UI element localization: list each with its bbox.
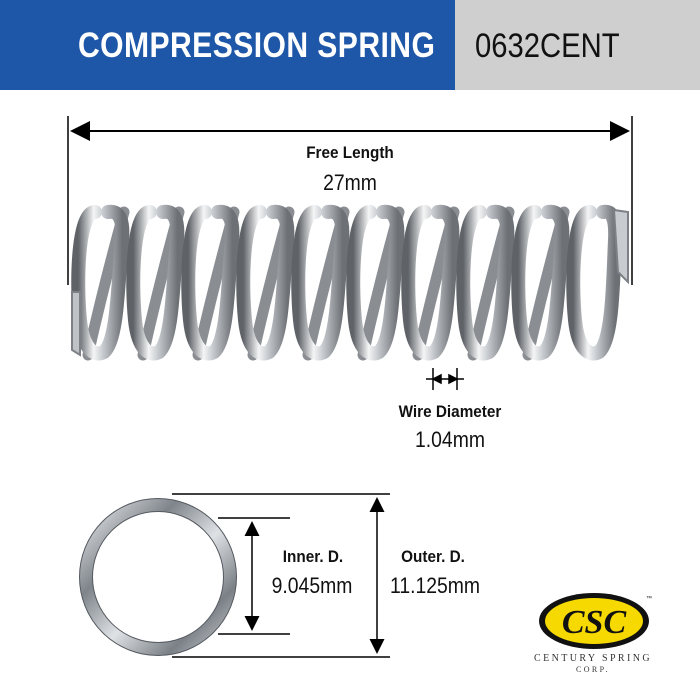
product-title: COMPRESSION SPRING (78, 26, 436, 65)
title-banner (0, 0, 455, 90)
logo-line-1: CENTURY SPRING (534, 653, 652, 664)
free-length-label: Free Length (306, 143, 394, 162)
logo-mark: CSC (562, 604, 627, 641)
part-number-banner (455, 0, 700, 90)
outer-diameter-value: 11.125mm (389, 573, 481, 598)
svg-text:™: ™ (646, 595, 652, 602)
wire-diameter-dimension (426, 368, 464, 390)
inner-diameter-value: 9.045mm (271, 573, 353, 598)
inner-diameter-dimension (218, 517, 290, 635)
century-spring-logo: CSC ™ (539, 593, 652, 649)
outer-diameter-dimension (172, 493, 390, 658)
spring-coils (71, 204, 629, 361)
logo-line-2: CORP. (575, 665, 610, 674)
wire-diameter-label: Wire Diameter (398, 402, 502, 421)
free-length-value: 27mm (323, 170, 377, 195)
part-number: 0632CENT (475, 27, 620, 65)
outer-diameter-label: Outer. D. (401, 547, 465, 566)
logo-wordmark: CENTURY SPRING CORP. (522, 653, 664, 675)
spring-end-view (79, 498, 237, 656)
inner-diameter-label: Inner. D. (282, 547, 344, 566)
free-length-dimension (67, 116, 633, 285)
wire-diameter-value: 1.04mm (415, 427, 485, 452)
